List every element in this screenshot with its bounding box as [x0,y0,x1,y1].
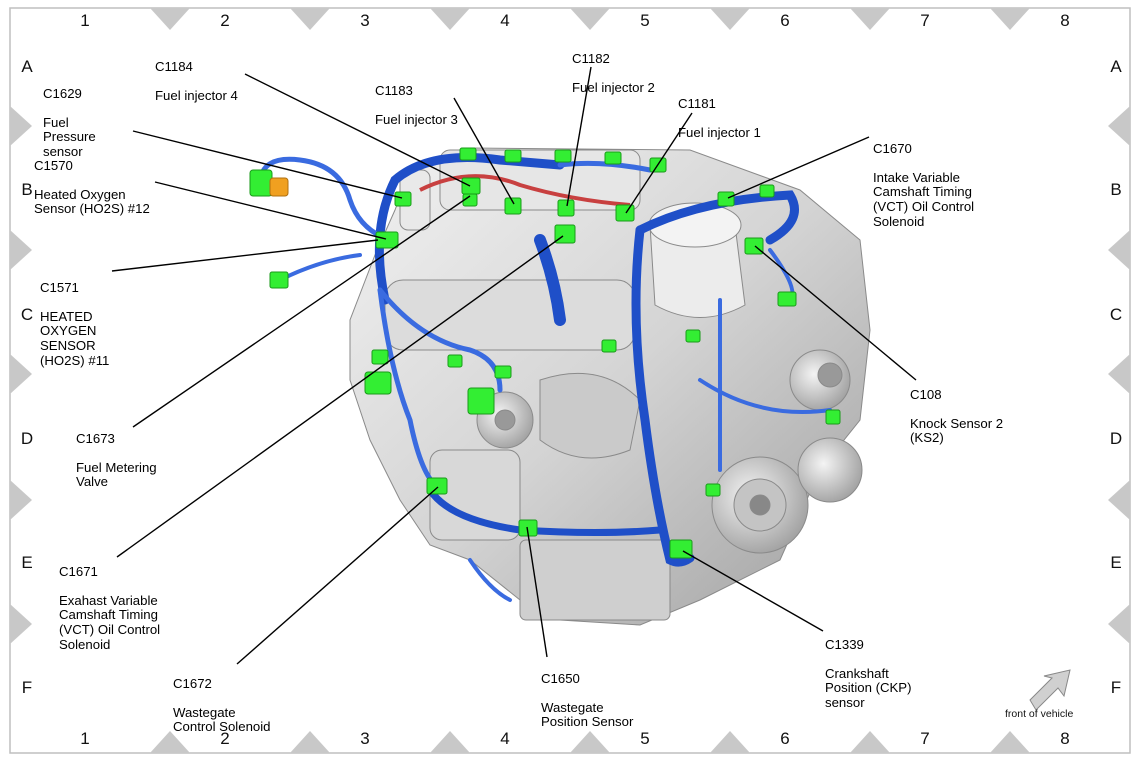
grid-col-bottom-1: 1 [80,729,90,748]
grid-row-right-c: C [1109,305,1123,324]
right-border-markers [1108,106,1130,644]
grid-row-right-f: F [1110,678,1122,697]
top-border-markers [150,8,1030,30]
callout-name: Fuel injector 1 [678,124,761,140]
callout-code: C1182 [572,50,610,66]
grid-col-top-1: 1 [80,11,90,30]
grid-row-left-d: D [20,429,34,448]
callout-code: C1671 [59,563,98,579]
callout-c1182: C1182 Fuel injector 2 [572,37,655,110]
grid-col-top-2: 2 [220,11,230,30]
callout-code: C1673 [76,430,115,446]
grid-col-top-7: 7 [920,11,930,30]
grid-row-right-b: B [1110,180,1122,199]
engine-block [349,147,871,626]
front-of-vehicle-arrow-icon [1029,669,1071,711]
grid-col-bottom-3: 3 [360,729,370,748]
bottom-border-markers [150,731,1030,753]
callout-name: Wastegate Control Solenoid [173,704,271,735]
callout-code: C1672 [173,675,212,691]
callout-code: C1629 [43,85,82,101]
grid-row-left-e: E [21,553,33,572]
callout-name: HEATED OXYGEN SENSOR (HO2S) #11 [40,308,110,368]
grid-col-bottom-2: 2 [220,729,230,748]
grid-col-top-3: 3 [360,11,370,30]
callout-name: Crankshaft Position (CKP) sensor [825,665,912,710]
callout-name: Intake Variable Camshaft Timing (VCT) Oi… [873,169,975,229]
callout-name: Fuel Pressure sensor [43,114,96,159]
callout-code: C1181 [678,95,716,111]
grid-col-bottom-8: 8 [1060,729,1070,748]
grid-col-top-5: 5 [640,11,650,30]
callout-c1181: C1181 Fuel injector 1 [678,82,761,155]
callout-c1670: C1670 Intake Variable Camshaft Timing (V… [873,127,974,244]
callout-c1570: C1570 Heated Oxygen Sensor (HO2S) #12 [34,144,150,232]
callout-name: Wastegate Position Sensor [541,699,634,730]
callout-c1183: C1183 Fuel injector 3 [375,69,458,142]
front-of-vehicle-label: front of vehicle [1005,708,1074,720]
grid-col-bottom-4: 4 [500,729,510,748]
grid-row-left-c: C [20,305,34,324]
callout-name: Fuel injector 2 [572,79,655,95]
callout-name: Knock Sensor 2 (KS2) [910,415,1004,446]
grid-col-bottom-7: 7 [920,729,930,748]
grid-row-right-a: A [1110,57,1122,76]
callout-code: C1571 [40,279,79,295]
grid-col-top-4: 4 [500,11,510,30]
callout-c1673: C1673 Fuel Metering Valve [76,417,157,505]
grid-row-left-f: F [21,678,33,697]
callout-name: Heated Oxygen Sensor (HO2S) #12 [34,186,150,217]
grid-row-right-e: E [1110,553,1122,572]
callout-name: Fuel injector 3 [375,111,458,127]
grid-col-top-6: 6 [780,11,790,30]
callout-code: C1570 [34,157,73,173]
grid-row-left-a: A [21,57,33,76]
callout-code: C1183 [375,82,413,98]
leader-lines [111,66,917,665]
callout-code: C1670 [873,140,912,156]
callout-code: C108 [910,386,942,402]
callout-c1339: C1339 Crankshaft Position (CKP) sensor [825,623,911,725]
grid-col-top-8: 8 [1060,11,1070,30]
fuel-rail [419,174,631,207]
callout-c1184: C1184 Fuel injector 4 [155,45,238,118]
grid-col-bottom-5: 5 [640,729,650,748]
callout-name: Exahast Variable Camshaft Timing (VCT) O… [59,592,161,652]
grid-row-left-b: B [21,180,33,199]
callout-code: C1184 [155,58,193,74]
callout-c1672: C1672 Wastegate Control Solenoid [173,662,271,750]
callout-name: Fuel injector 4 [155,87,238,103]
callout-c1571: C1571 HEATED OXYGEN SENSOR (HO2S) #11 [40,266,109,383]
callout-c1629: C1629 Fuel Pressure sensor [43,72,96,174]
callout-c1650: C1650 Wastegate Position Sensor [541,657,633,745]
left-border-markers [10,106,32,644]
callout-name: Fuel Metering Valve [76,459,157,490]
callout-c108: C108 Knock Sensor 2 (KS2) [910,373,1003,461]
callout-c1671: C1671 Exahast Variable Camshaft Timing (… [59,550,160,667]
grid-row-right-d: D [1109,429,1123,448]
callout-code: C1650 [541,670,580,686]
callout-code: C1339 [825,636,864,652]
grid-col-bottom-6: 6 [780,729,790,748]
